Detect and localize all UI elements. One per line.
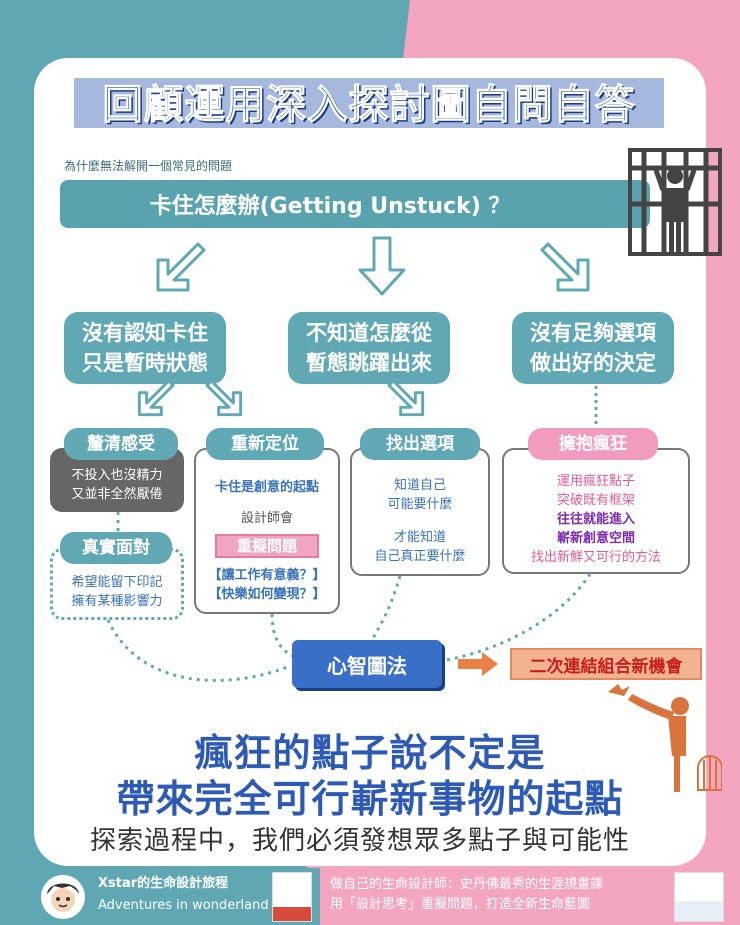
footer-desc-line1: 做自己的生命設計師：史丹佛最秀的生涯規畫課 [330, 877, 604, 892]
cause-no-leap: 不知道怎麼從 暫態跳躍出來 [288, 312, 450, 384]
embrace-box: 運用瘋狂點子 突破既有框架 往往就能進入 嶄新創意空間 找出新鮮又可行的方法 [502, 448, 690, 574]
embrace-box-line3: 往往就能進入 [556, 512, 635, 527]
face-box-line2: 擁有某種影響力 [71, 594, 163, 609]
arrow-down-icon [358, 236, 406, 296]
reframe-stamp: 重擬問題 [215, 534, 319, 558]
find-box-line2: 可能要什麼 [387, 497, 453, 512]
embrace-box-line5: 找出新鮮又可行的方法 [530, 550, 661, 565]
tag-reframe: 重新定位 [206, 428, 324, 460]
footer-brand: Xstar的生命設計旅程 [98, 876, 229, 891]
cause-no-options: 沒有足夠選項 做出好的決定 [512, 312, 674, 384]
embrace-box-line4: 嶄新創意空間 [556, 531, 635, 546]
page-title: 回顧運用深入探討圖自問自答 [102, 82, 636, 129]
person-releasing-bird-icon [608, 684, 722, 792]
cause-no-leap-line1: 不知道怎麼從 [306, 321, 432, 345]
footer-description: 做自己的生命設計師：史丹佛最秀的生涯規畫課 用「設計思考」重擬問題，打造全新生命… [330, 875, 670, 915]
reframe-question-2: 【快樂如何變現？】 [208, 587, 326, 602]
cause-no-options-line2: 做出好的決定 [530, 351, 656, 375]
jail-icon [628, 148, 722, 256]
clarify-box-line1: 不投入也沒精力 [71, 468, 163, 483]
arrow-down-right-icon [540, 242, 590, 292]
tag-clarify: 釐清感受 [64, 428, 178, 460]
arrow-down-right-small-icon-2 [387, 379, 425, 417]
arrow-right-icon [458, 652, 498, 676]
face-box-line1: 希望能留下印記 [71, 575, 163, 590]
find-box-line1: 知道自己 [393, 478, 446, 493]
reframe-box-line1: 卡住是創意的起點 [214, 480, 319, 495]
clarify-box-line2: 又並非全然厭倦 [71, 487, 163, 502]
reframe-box-line2: 設計師會 [240, 511, 293, 526]
cause-no-leap-line2: 暫態跳躍出來 [306, 351, 432, 375]
footer-desc-line2: 用「設計思考」重擬問題，打造全新生命藍圖 [330, 897, 591, 912]
find-box: 知道自己 可能要什麼 才能知道 自己真正要什麼 [350, 448, 490, 576]
avatar [41, 875, 85, 919]
question-banner: 卡住怎麼辦(Getting Unstuck) ？ [60, 180, 650, 228]
find-box-line4: 自己真正要什麼 [374, 549, 466, 564]
mind-map-banner: 心智圖法 [292, 640, 442, 688]
conclusion-line2: 帶來完全可行嶄新事物的起點 [116, 777, 624, 821]
cause-unaware-line1: 沒有認知卡住 [82, 321, 208, 345]
conclusion-line3: 探索過程中，我們必須發想眾多點子與可能性 [89, 826, 630, 856]
question-banner-text: 卡住怎麼辦(Getting Unstuck) ？ [149, 194, 511, 219]
reframe-box: 卡住是創意的起點 設計師會 重擬問題 【讓工作有意義？】 【快樂如何變現？】 [194, 448, 340, 614]
embrace-box-line1: 運用瘋狂點子 [556, 474, 635, 489]
cause-unaware: 沒有認知卡住 只是暫時狀態 [64, 312, 226, 384]
reframe-question-1: 【讓工作有意義？】 [208, 568, 326, 583]
book-cover-icon [272, 872, 312, 922]
tag-find-options: 找出選項 [360, 428, 480, 460]
next-opportunity: 二次連結組合新機會 [510, 648, 702, 680]
tag-embrace: 擁抱瘋狂 [528, 428, 658, 460]
find-box-line3: 才能知道 [393, 530, 446, 545]
cause-unaware-line2: 只是暫時狀態 [82, 351, 208, 375]
arrow-down-left-icon [156, 242, 206, 292]
title-highlight [74, 78, 664, 128]
dotted-connector-right [594, 372, 598, 432]
footer-right [320, 868, 740, 925]
book-cover-icon-2 [674, 872, 724, 922]
arrow-down-left-small-icon [137, 379, 175, 417]
cause-no-options-line1: 沒有足夠選項 [530, 321, 656, 345]
mind-map-label: 心智圖法 [292, 640, 442, 688]
subtitle: 為什麼無法解開一個常見的問題 [64, 159, 233, 173]
conclusion-line1: 瘋狂的點子說不定是 [194, 731, 546, 775]
footer-tagline: Adventures in wonderland [98, 898, 269, 913]
tag-face: 真實面對 [60, 532, 172, 564]
arrow-down-right-small-icon [205, 379, 243, 417]
embrace-box-line2: 突破既有框架 [556, 493, 635, 508]
